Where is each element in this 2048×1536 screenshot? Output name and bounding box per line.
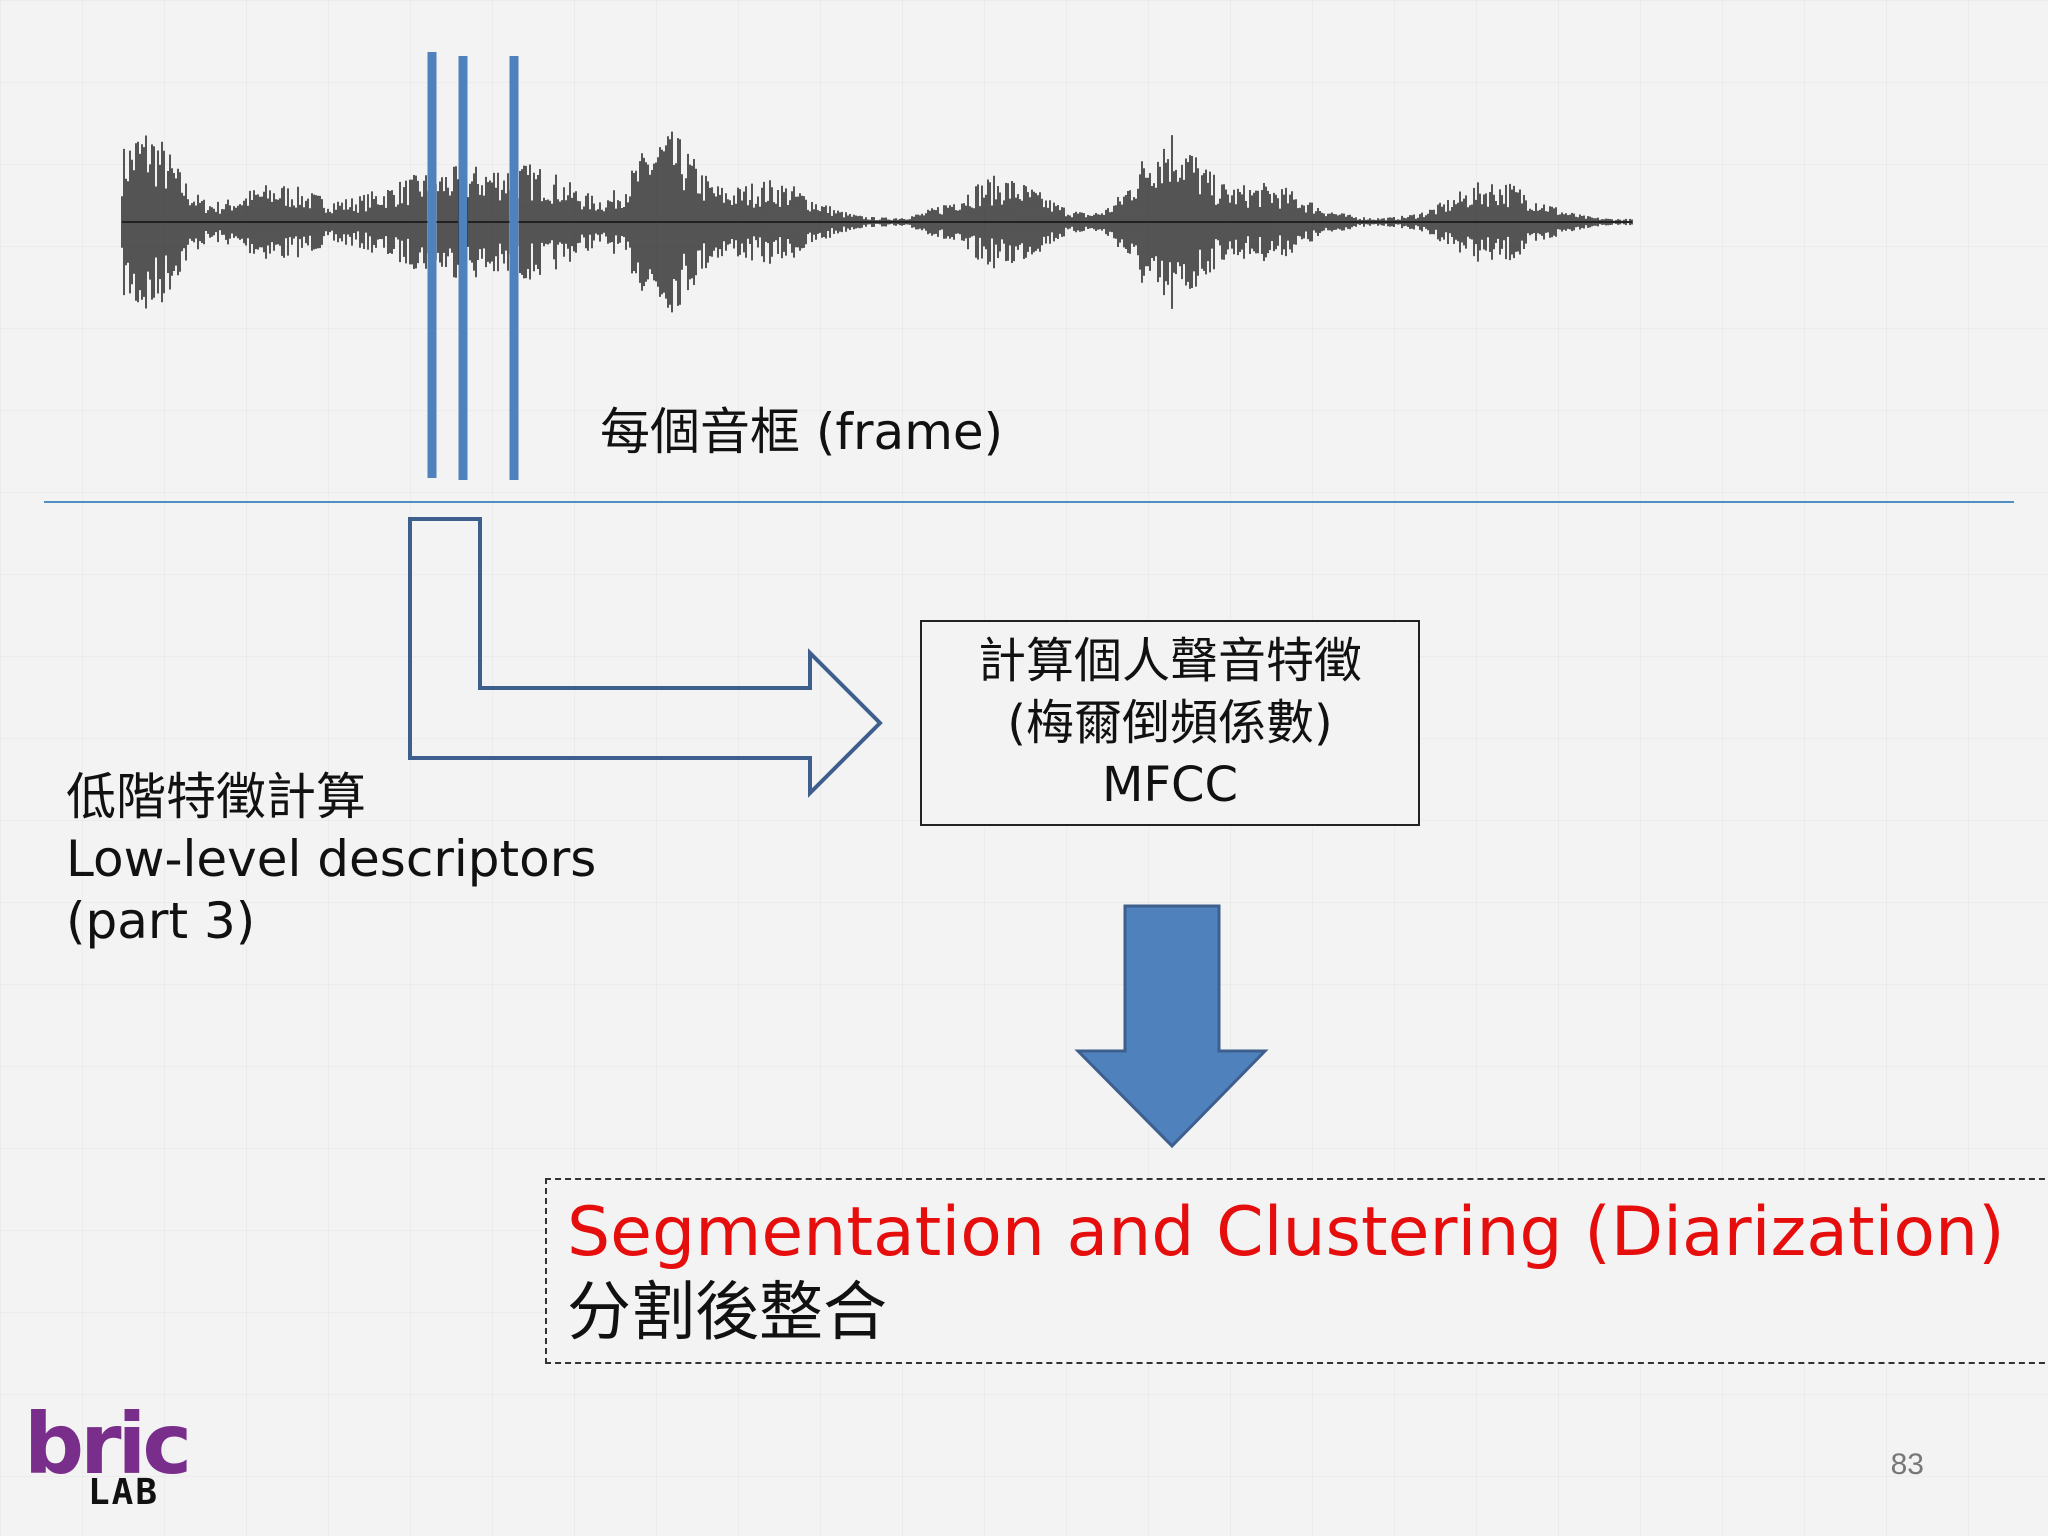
- page-number: 83: [1890, 1448, 1924, 1481]
- diarization-box: Segmentation and Clustering (Diarization…: [545, 1178, 2048, 1364]
- down-arrow-icon: [1074, 904, 1269, 1149]
- frame-label: 每個音框 (frame): [600, 403, 1004, 461]
- low-level-zh: 低階特徵計算: [66, 768, 366, 826]
- bent-right-arrow-icon: [408, 517, 883, 798]
- diarization-title-en: Segmentation and Clustering (Diarization…: [567, 1193, 2005, 1272]
- mfcc-line-2: (梅爾倒頻係數): [1007, 695, 1333, 751]
- audio-waveform: [121, 131, 1633, 313]
- logo-main-text: bric: [24, 1395, 192, 1493]
- mfcc-line-3: MFCC: [1101, 757, 1239, 813]
- diarization-title-zh: 分割後整合: [567, 1276, 887, 1350]
- low-level-en: Low-level descriptors: [66, 830, 597, 888]
- bric-lab-logo: bric LAB: [24, 1402, 192, 1513]
- mfcc-line-1: 計算個人聲音特徵: [977, 633, 1362, 689]
- mfcc-box: 計算個人聲音特徵 (梅爾倒頻係數) MFCC: [920, 620, 1420, 826]
- low-level-part: (part 3): [66, 892, 256, 950]
- logo-sub-text: LAB: [88, 1472, 160, 1513]
- low-level-descriptors-label: 低階特徵計算 Low-level descriptors (part 3): [66, 766, 596, 952]
